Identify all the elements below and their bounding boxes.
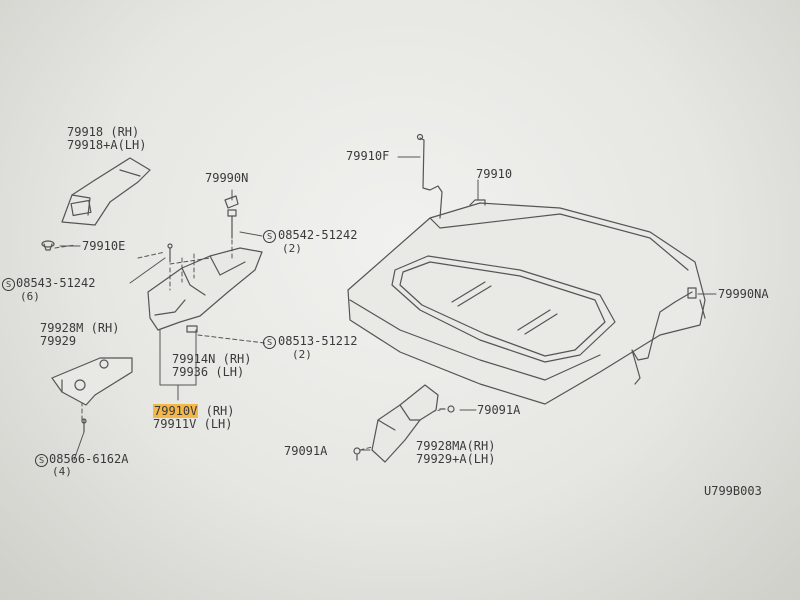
screw-08566-6162a — [81, 418, 87, 433]
clip-79910e — [41, 240, 55, 251]
wire-79910f — [419, 137, 443, 219]
nut-79091a-right — [439, 405, 455, 413]
label-79990n: 79990N — [205, 171, 249, 185]
label-79936: 79936 (LH) — [172, 365, 245, 379]
label-79911v: 79911V (LH) — [153, 417, 233, 431]
label-79928ma: 79928MA(RH) — [416, 439, 496, 453]
label-79910f: 79910F — [346, 149, 390, 163]
screw-08542-51242 — [227, 209, 237, 239]
wire-79990na — [631, 291, 693, 385]
highlighted-part-79910v: 79910V — [153, 404, 199, 418]
label-08513-51212: 08513-51212 — [278, 334, 358, 348]
label-79091a-left: 79091A — [284, 444, 328, 458]
bracket-79928ma — [371, 384, 439, 463]
screw-08513-51212 — [186, 325, 198, 333]
screw-08543-51242 — [167, 243, 173, 263]
label-79910: 79910 — [476, 167, 513, 181]
label-79918a: 79918+A(LH) — [67, 138, 147, 152]
screw-symbol-mid: S — [263, 336, 276, 349]
diagram-code: U799B003 — [704, 484, 762, 498]
screw-symbol-bottom: S — [35, 454, 48, 467]
label-08566-6162a: 08566-6162A — [49, 452, 129, 466]
label-79929: 79929 — [40, 334, 77, 348]
bracket-79928m — [51, 357, 133, 406]
screw-symbol-left: S — [2, 278, 15, 291]
label-79091a-right: 79091A — [477, 403, 521, 417]
label-79910e: 79910E — [82, 239, 126, 253]
label-79990na: 79990NA — [718, 287, 769, 301]
label-79910v: 79910V (RH) — [153, 404, 235, 418]
label-08542-51242: 08542-51242 — [278, 228, 358, 242]
label-79928m: 79928M (RH) — [40, 321, 120, 335]
label-79929a: 79929+A(LH) — [416, 452, 496, 466]
parcel-shelf-79910 — [347, 199, 706, 405]
nut-79091a-left — [353, 447, 361, 461]
side-cover-79918 — [61, 157, 151, 226]
qty-08542-51242: (2) — [282, 242, 302, 255]
qty-08543-51242: (6) — [20, 290, 40, 303]
pillar-trim-79910v — [147, 247, 263, 331]
screw-symbol-top: S — [263, 230, 276, 243]
label-79918: 79918 (RH) — [67, 125, 140, 139]
label-08543-51242: 08543-51242 — [16, 276, 96, 290]
clip-79990na — [687, 287, 697, 299]
label-79914n: 79914N (RH) — [172, 352, 252, 366]
qty-08566-6162a: (4) — [52, 465, 72, 478]
qty-08513-51212: (2) — [292, 348, 312, 361]
